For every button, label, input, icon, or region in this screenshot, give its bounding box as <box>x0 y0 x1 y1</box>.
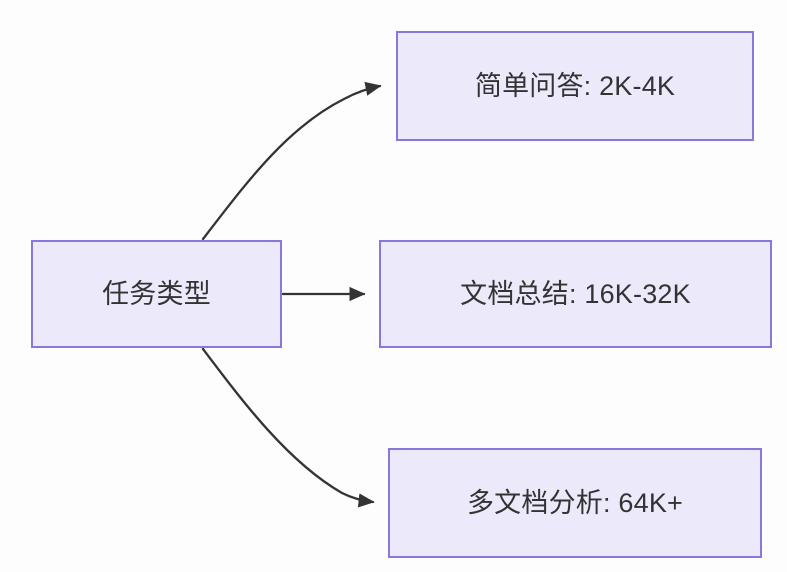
node-doc-summary-label: 文档总结: 16K-32K <box>460 278 691 309</box>
edge-path-multi-doc <box>201 347 375 508</box>
node-simple-qa[interactable]: 简单问答: 2K-4K <box>396 31 754 141</box>
node-multi-doc-label: 多文档分析: 64K+ <box>466 487 683 518</box>
node-task-type[interactable]: 任务类型 <box>31 240 282 348</box>
node-doc-summary[interactable]: 文档总结: 16K-32K <box>379 240 772 348</box>
edge-root-to-simple-qa <box>201 81 382 241</box>
node-simple-qa-label: 简单问答: 2K-4K <box>474 70 676 101</box>
node-multi-doc[interactable]: 多文档分析: 64K+ <box>388 448 762 558</box>
edge-path-simple-qa <box>201 81 382 241</box>
edge-root-to-multi-doc <box>201 347 375 508</box>
node-task-type-label: 任务类型 <box>102 278 211 309</box>
